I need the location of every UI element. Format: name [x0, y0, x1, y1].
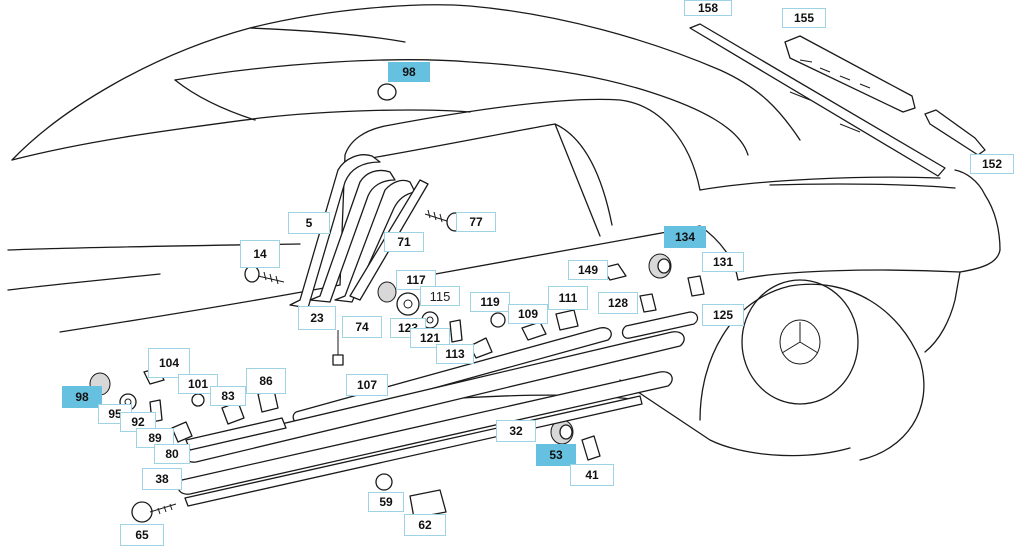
callout-117[interactable]: 117 — [396, 270, 436, 290]
callout-109[interactable]: 109 — [508, 304, 548, 324]
callout-152[interactable]: 152 — [970, 154, 1014, 174]
callout-101[interactable]: 101 — [178, 374, 218, 394]
callout-155[interactable]: 155 — [782, 8, 826, 28]
callout-53[interactable]: 53 — [536, 444, 576, 466]
callout-104[interactable]: 104 — [148, 348, 190, 378]
callout-98-left[interactable]: 98 — [62, 386, 102, 408]
callout-107[interactable]: 107 — [346, 374, 388, 396]
callout-23[interactable]: 23 — [298, 306, 336, 330]
callout-38[interactable]: 38 — [142, 468, 182, 490]
callout-32[interactable]: 32 — [496, 420, 536, 442]
callout-83[interactable]: 83 — [210, 386, 246, 406]
rear-wheel — [699, 279, 925, 461]
callout-74[interactable]: 74 — [342, 316, 382, 338]
callout-115[interactable]: 115 — [420, 286, 460, 306]
callout-77[interactable]: 77 — [456, 212, 496, 232]
callout-121[interactable]: 121 — [410, 328, 450, 348]
callout-62[interactable]: 62 — [404, 514, 446, 536]
callout-14[interactable]: 14 — [240, 240, 280, 268]
callout-134[interactable]: 134 — [664, 226, 706, 248]
callout-113[interactable]: 113 — [436, 344, 474, 364]
callout-5[interactable]: 5 — [288, 212, 330, 234]
side-moldings — [177, 311, 699, 507]
callout-65[interactable]: 65 — [120, 524, 164, 546]
callout-98-top[interactable]: 98 — [388, 62, 430, 82]
callout-89[interactable]: 89 — [136, 428, 174, 448]
callout-59[interactable]: 59 — [368, 492, 404, 512]
callout-131[interactable]: 131 — [702, 252, 744, 272]
callout-71[interactable]: 71 — [384, 232, 424, 252]
callout-149[interactable]: 149 — [568, 260, 608, 280]
car-body-outline — [7, 4, 1001, 457]
callout-111[interactable]: 111 — [548, 286, 588, 310]
callout-125[interactable]: 125 — [702, 304, 744, 326]
callout-119[interactable]: 119 — [470, 292, 510, 312]
roof-trim-parts — [689, 23, 986, 177]
callout-80[interactable]: 80 — [154, 444, 190, 464]
callout-41[interactable]: 41 — [570, 464, 614, 486]
callout-86[interactable]: 86 — [246, 368, 286, 394]
callout-158[interactable]: 158 — [684, 0, 732, 16]
callout-128[interactable]: 128 — [598, 292, 638, 314]
